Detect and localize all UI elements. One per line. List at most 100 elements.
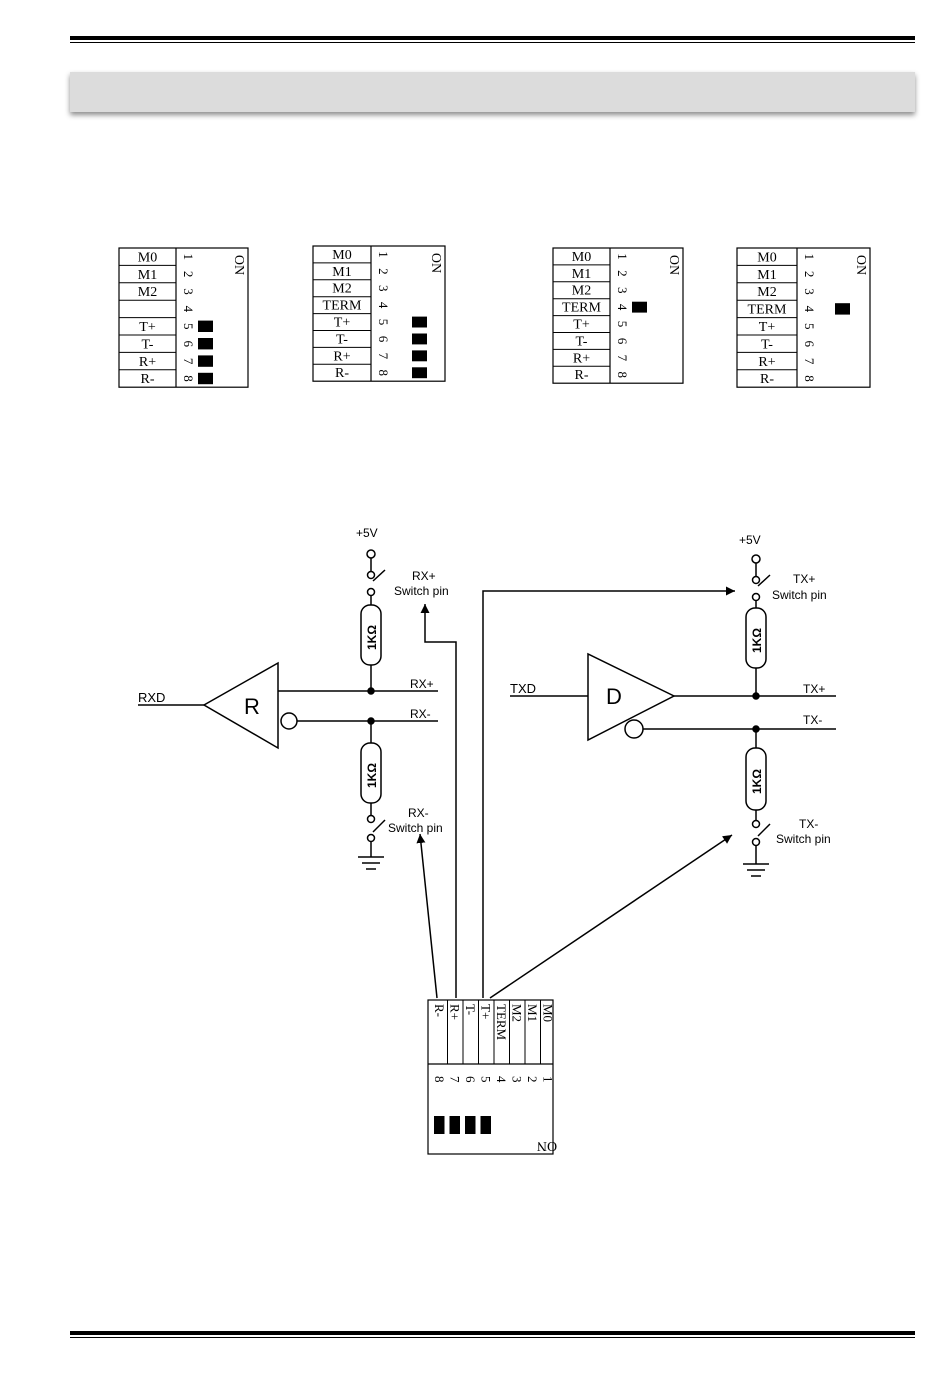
dip-switch-on bbox=[412, 350, 427, 362]
txd-label: TXD bbox=[510, 681, 536, 696]
rx-vcc-terminal bbox=[366, 549, 376, 559]
rx-neg-switch bbox=[372, 819, 386, 833]
dip-label: M1 bbox=[138, 268, 157, 283]
tx-neg-switch-label-2: Switch pin bbox=[776, 832, 831, 846]
rx-pullup-resistor-label: 1KΩ bbox=[365, 625, 379, 650]
tx-ground-icon bbox=[743, 863, 769, 877]
dip-on-label: ON bbox=[666, 255, 681, 275]
dip-label: M1 bbox=[757, 268, 776, 283]
arrow-r-plus bbox=[420, 604, 457, 998]
top-rule-thick bbox=[70, 36, 915, 40]
dip-number: 6 bbox=[615, 338, 630, 345]
dip-label: T- bbox=[142, 337, 154, 352]
dip-label: T- bbox=[336, 332, 348, 347]
driver-circuit: +5V 1KΩ D TXD TX+ TX- 1KΩ T bbox=[510, 533, 836, 877]
dip-number: 2 bbox=[376, 268, 391, 275]
dip-number: 6 bbox=[802, 340, 817, 347]
dip-switch-on bbox=[632, 301, 647, 313]
dip-label: T- bbox=[576, 334, 588, 349]
tx-neg-label: TX- bbox=[803, 713, 822, 727]
tx-pos-label: TX+ bbox=[803, 682, 825, 696]
rx-pos-switch-label-1: RX+ bbox=[412, 569, 436, 583]
dip-label: T- bbox=[761, 337, 773, 352]
bottom-dip-number: 5 bbox=[478, 1076, 493, 1083]
arrow-r-minus bbox=[416, 833, 438, 999]
dip-label: R- bbox=[760, 372, 774, 387]
dip-label: R- bbox=[335, 366, 349, 381]
dip-label: TERM bbox=[323, 299, 362, 314]
dip-label: R- bbox=[141, 372, 155, 387]
dip-label: T+ bbox=[573, 318, 590, 333]
arrow-t-minus-upper bbox=[482, 586, 735, 998]
bottom-dip-number: 6 bbox=[463, 1076, 478, 1083]
dip-on-label: ON bbox=[231, 255, 246, 275]
bottom-dip-label: R- bbox=[432, 1004, 447, 1017]
bottom-dip-label: R+ bbox=[447, 1004, 462, 1020]
bottom-dip-label: TERM bbox=[494, 1004, 509, 1041]
dip-label: M1 bbox=[332, 265, 351, 280]
dip-number: 3 bbox=[802, 288, 817, 295]
dip-label: R+ bbox=[758, 355, 775, 370]
dip-switch-on bbox=[198, 372, 213, 385]
dip-switch-on bbox=[198, 355, 213, 367]
dip-label: R- bbox=[575, 368, 589, 383]
dip-number: 4 bbox=[181, 306, 196, 313]
dip-number: 5 bbox=[181, 323, 196, 330]
dip-switch-on bbox=[412, 333, 427, 345]
dip-number: 7 bbox=[181, 358, 196, 365]
dip-switch-on bbox=[198, 338, 213, 350]
bottom-dip-switch-on bbox=[434, 1116, 445, 1134]
dip-number: 6 bbox=[376, 336, 391, 343]
dip-number: 8 bbox=[615, 372, 630, 379]
receiver-circuit: +5V 1KΩ R RXD RX+ RX- 1KΩ bbox=[138, 526, 449, 870]
bottom-dip-switch-on bbox=[480, 1116, 491, 1134]
driver-letter: D bbox=[606, 684, 622, 709]
rx-neg-switch-label-2: Switch pin bbox=[388, 821, 443, 835]
dip-number: 1 bbox=[615, 253, 630, 260]
bottom-rule-thick bbox=[70, 1331, 915, 1335]
dip-switch-on bbox=[198, 320, 213, 332]
rxd-label: RXD bbox=[138, 690, 165, 705]
dip-number: 4 bbox=[802, 306, 817, 313]
dip-label: T+ bbox=[759, 320, 776, 335]
dip-number: 2 bbox=[181, 271, 196, 278]
dip-switch-on bbox=[835, 303, 850, 315]
tx-pos-switch-label-1: TX+ bbox=[793, 572, 815, 586]
dip-label: M0 bbox=[332, 248, 351, 263]
bottom-dip-number: 3 bbox=[509, 1076, 524, 1083]
dip-switch-on bbox=[412, 316, 427, 328]
dip-number: 1 bbox=[376, 251, 391, 258]
bottom-dip-label: T- bbox=[463, 1004, 478, 1015]
dip-label: M2 bbox=[332, 282, 351, 297]
connection-arrows bbox=[416, 586, 735, 999]
dip-number: 7 bbox=[376, 353, 391, 360]
dip-label: R+ bbox=[139, 355, 156, 370]
tx-pos-switch bbox=[757, 574, 771, 587]
dip-number: 8 bbox=[802, 375, 817, 382]
bottom-dip-number: 2 bbox=[525, 1076, 540, 1083]
dip-label: R+ bbox=[573, 351, 590, 366]
tx-vcc-label: +5V bbox=[739, 533, 761, 547]
bottom-dip-label: M2 bbox=[509, 1004, 524, 1022]
dip-label: M1 bbox=[572, 267, 591, 282]
dip-label: T+ bbox=[334, 316, 351, 331]
bottom-dip-number: 4 bbox=[494, 1076, 509, 1083]
dip-on-label: ON bbox=[428, 253, 443, 273]
dip-number: 1 bbox=[181, 253, 196, 260]
bottom-dip-label: M1 bbox=[525, 1004, 540, 1022]
rx-pos-label: RX+ bbox=[410, 677, 434, 691]
rx-ground-icon bbox=[358, 856, 384, 870]
bottom-rule-thin bbox=[70, 1337, 915, 1338]
dip-switch-on bbox=[412, 367, 427, 379]
dip-label: M0 bbox=[572, 250, 591, 265]
dip-number: 4 bbox=[376, 302, 391, 309]
dip-label: TERM bbox=[562, 301, 601, 316]
receiver-letter: R bbox=[244, 694, 260, 719]
dip-label: TERM bbox=[748, 303, 787, 318]
